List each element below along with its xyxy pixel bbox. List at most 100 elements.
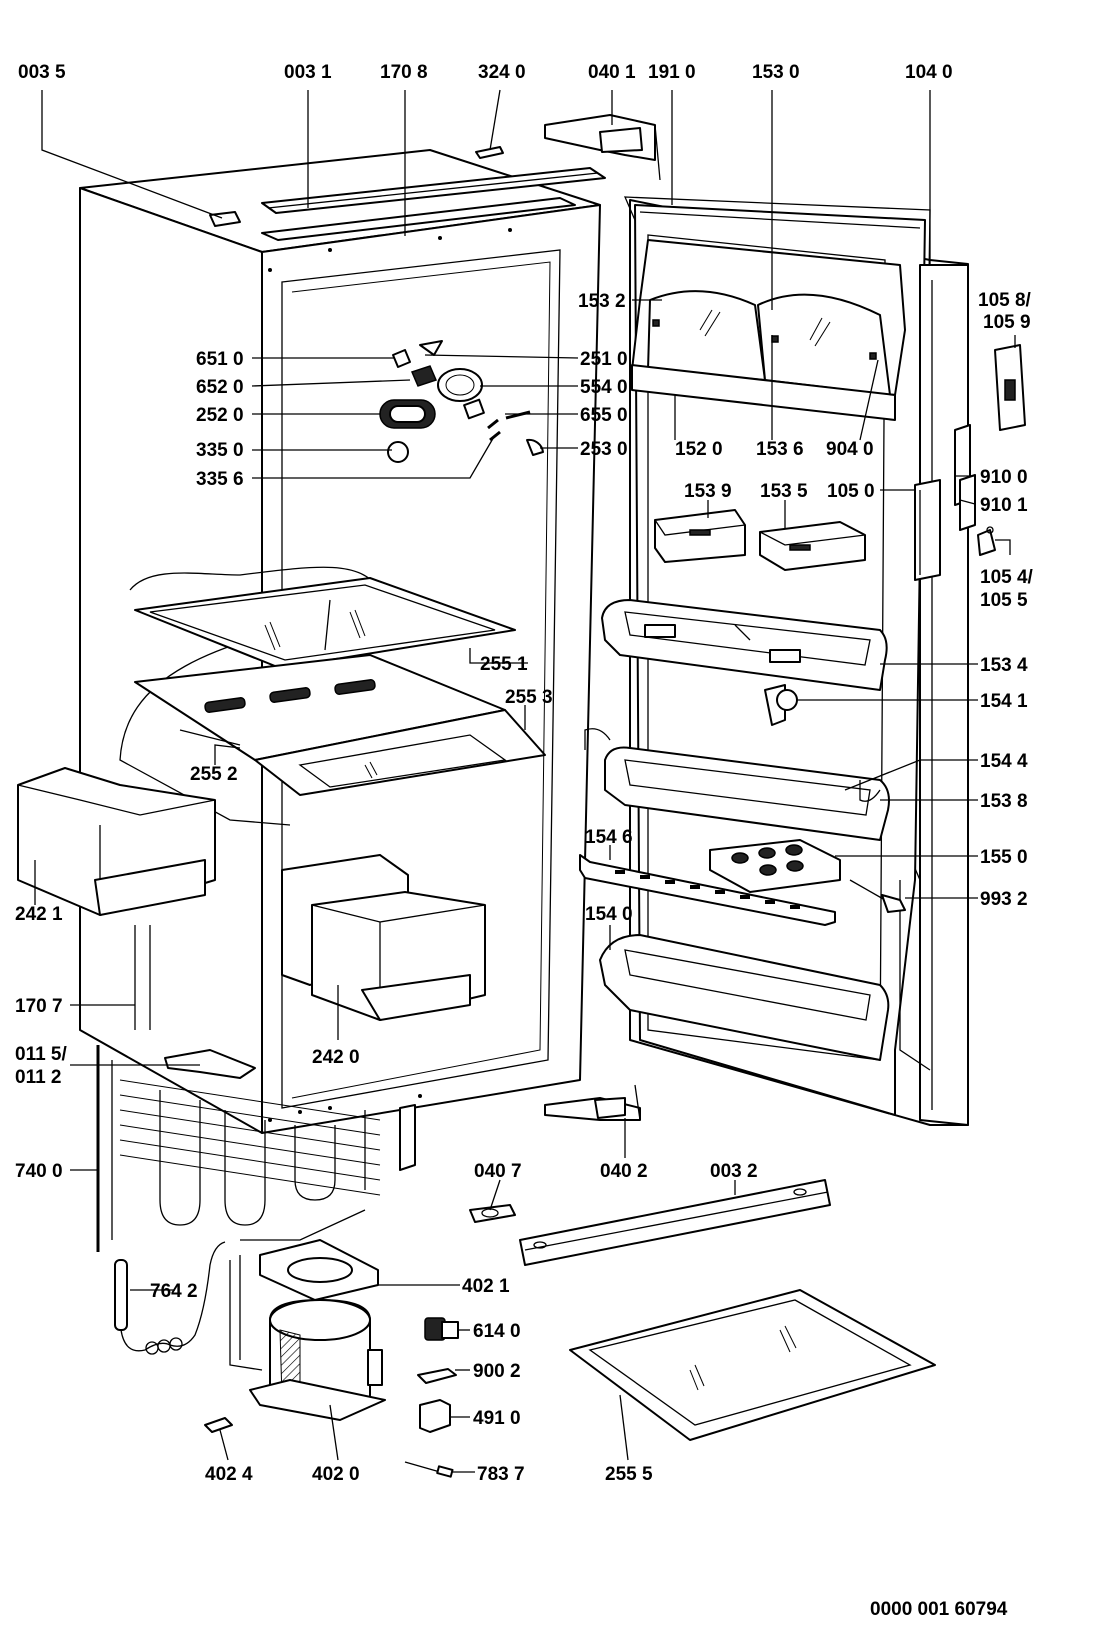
top-cover-rails [261,167,606,241]
label-105-9: 105 9 [983,312,1031,333]
thermostat-lamp-parts [379,340,544,463]
sensor-part [849,879,906,913]
clip-part [475,146,504,159]
capillary-tube [114,1241,226,1355]
door-bar [579,854,836,926]
label-154-0: 154 0 [585,904,633,925]
label-910-0: 910 0 [980,467,1028,488]
label-105-4: 105 4/ [980,567,1034,588]
label-255-3: 255 3 [505,687,553,708]
label-155-0: 155 0 [980,847,1028,868]
label-105-5: 105 5 [980,590,1028,611]
label-910-1: 910 1 [980,495,1028,516]
label-324-0: 324 0 [478,62,526,83]
label-783-7: 783 7 [477,1464,525,1485]
drawing-number: 0000 001 60794 [870,1599,1008,1620]
label-104-0: 104 0 [905,62,953,83]
label-040-1: 040 1 [588,62,636,83]
label-170-8: 170 8 [380,62,428,83]
lower-hinge [544,1084,641,1121]
label-153-2: 153 2 [578,291,626,312]
label-255-2: 255 2 [190,764,238,785]
label-614-0: 614 0 [473,1321,521,1342]
door-hinge-plates [954,424,996,556]
bottle-retainer-clip [764,684,798,726]
bottom-rail [519,1179,831,1266]
label-252-0: 252 0 [196,405,244,426]
label-153-9: 153 9 [684,481,732,502]
compressor [249,1299,386,1421]
door-shelf-upper [601,599,888,691]
label-105-8: 105 8/ [978,290,1032,311]
label-153-8: 153 8 [980,791,1028,812]
compressor-tray [259,1239,379,1301]
label-335-6: 335 6 [196,469,244,490]
drain-tube [134,925,151,1030]
label-153-5: 153 5 [760,481,808,502]
label-255-5: 255 5 [605,1464,653,1485]
small-tray-left [654,509,746,563]
glass-shelf-upper [134,577,516,669]
door-shelf-middle [584,728,890,841]
compressor-pipes [229,1209,366,1371]
label-900-2: 900 2 [473,1361,521,1382]
capacitor-cover-part [419,1399,451,1433]
label-153-0: 153 0 [752,62,800,83]
upper-hinge [544,114,661,181]
label-003-5: 003 5 [18,62,66,83]
label-904-0: 904 0 [826,439,874,460]
label-764-2: 764 2 [150,1281,198,1302]
label-740-0: 740 0 [15,1161,63,1182]
label-253-0: 253 0 [580,439,628,460]
label-153-6: 153 6 [756,439,804,460]
cable-part [404,1461,454,1478]
egg-tray [709,839,841,893]
label-011-5: 011 5/ [15,1044,67,1065]
condenser-coil [96,1045,416,1252]
label-491-0: 491 0 [473,1408,521,1429]
label-652-0: 652 0 [196,377,244,398]
label-402-0: 402 0 [312,1464,360,1485]
crisper-drawer-inner [281,854,486,1021]
door-handle [914,479,941,581]
label-402-4: 402 4 [205,1464,253,1485]
label-105-0: 105 0 [827,481,875,502]
dairy-compartment [631,239,906,421]
label-170-7: 170 7 [15,996,63,1017]
part-labels: 003 5 003 1 170 8 324 0 040 1 191 0 153 … [15,62,1034,1620]
label-651-0: 651 0 [196,349,244,370]
label-154-1: 154 1 [980,691,1028,712]
glass-shelf-lower [569,1289,936,1441]
door-shelf-bottle [599,934,890,1061]
label-993-2: 993 2 [980,889,1028,910]
label-242-0: 242 0 [312,1047,360,1068]
relay-part [424,1317,459,1341]
label-402-1: 402 1 [462,1276,510,1297]
bottom-bracket [164,1049,256,1079]
label-191-0: 191 0 [648,62,696,83]
label-154-6: 154 6 [585,827,633,848]
label-154-4: 154 4 [980,751,1028,772]
shelf-frame-middle [134,654,546,796]
label-003-1: 003 1 [284,62,332,83]
small-tray-right [759,521,866,571]
label-003-2: 003 2 [710,1161,758,1182]
label-251-0: 251 0 [580,349,628,370]
label-152-0: 152 0 [675,439,723,460]
leader-lines [34,89,1016,1473]
label-255-1: 255 1 [480,654,528,675]
label-040-2: 040 2 [600,1161,648,1182]
label-554-0: 554 0 [580,377,628,398]
hinge-cover-plate [469,1204,516,1223]
label-040-7: 040 7 [474,1161,522,1182]
overload-part [417,1368,457,1384]
hinge-cover [994,344,1026,431]
label-011-2: 011 2 [15,1067,62,1088]
crisper-drawer-left [17,767,216,916]
label-153-4: 153 4 [980,655,1028,676]
label-335-0: 335 0 [196,440,244,461]
label-655-0: 655 0 [580,405,628,426]
compressor-clip [204,1417,233,1433]
label-242-1: 242 1 [15,904,63,925]
